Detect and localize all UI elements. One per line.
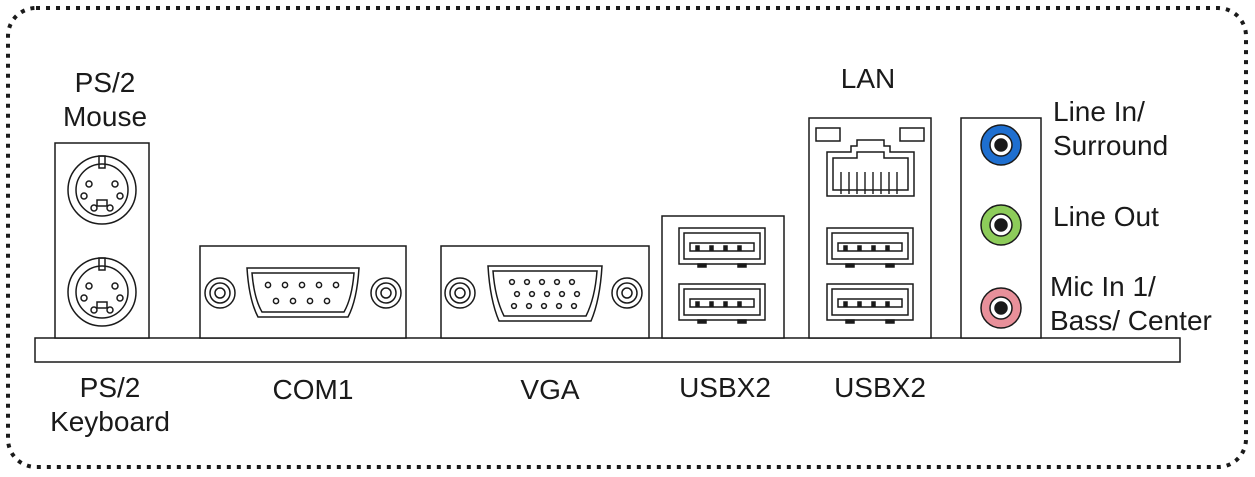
usb-port-pair-left <box>661 215 785 339</box>
vga-screw-right <box>611 277 643 309</box>
com1-port <box>199 245 407 339</box>
com1-screw-right <box>370 277 402 309</box>
usb-port-left-bottom <box>678 283 766 324</box>
mic-in-jack <box>980 287 1022 329</box>
io-baseplate <box>34 337 1181 363</box>
line-out-jack <box>980 204 1022 246</box>
usb-left-label: USBX2 <box>679 372 771 403</box>
line-in-label: Line In/ Surround <box>1053 96 1169 161</box>
lan-port <box>815 127 925 197</box>
vga-screw-left <box>444 277 476 309</box>
ps2-ports <box>54 142 150 339</box>
usb-right-label: USBX2 <box>834 372 926 403</box>
ps2-mouse-label: PS/2 Mouse <box>62 67 148 132</box>
lan-label: LAN <box>840 63 896 94</box>
usb-port-right-top <box>826 227 914 268</box>
line-out-label: Line Out <box>1053 201 1159 232</box>
com1-label: COM1 <box>272 374 354 405</box>
line-in-jack <box>980 124 1022 166</box>
ps2-keyboard-label: PS/2 Keyboard <box>50 372 170 437</box>
vga-label: VGA <box>520 374 580 405</box>
vga-port <box>440 245 650 339</box>
dotted-frame <box>6 6 1248 469</box>
usb-port-right-bottom <box>826 283 914 324</box>
audio-jacks <box>960 117 1042 339</box>
lan-usb-stack <box>808 117 932 339</box>
usb-port-left-top <box>678 227 766 268</box>
ps2-mouse-port <box>67 155 137 225</box>
ps2-keyboard-port <box>67 257 137 327</box>
com1-screw-left <box>204 277 236 309</box>
mic-in-label: Mic In 1/ Bass/ Center <box>1050 271 1212 336</box>
